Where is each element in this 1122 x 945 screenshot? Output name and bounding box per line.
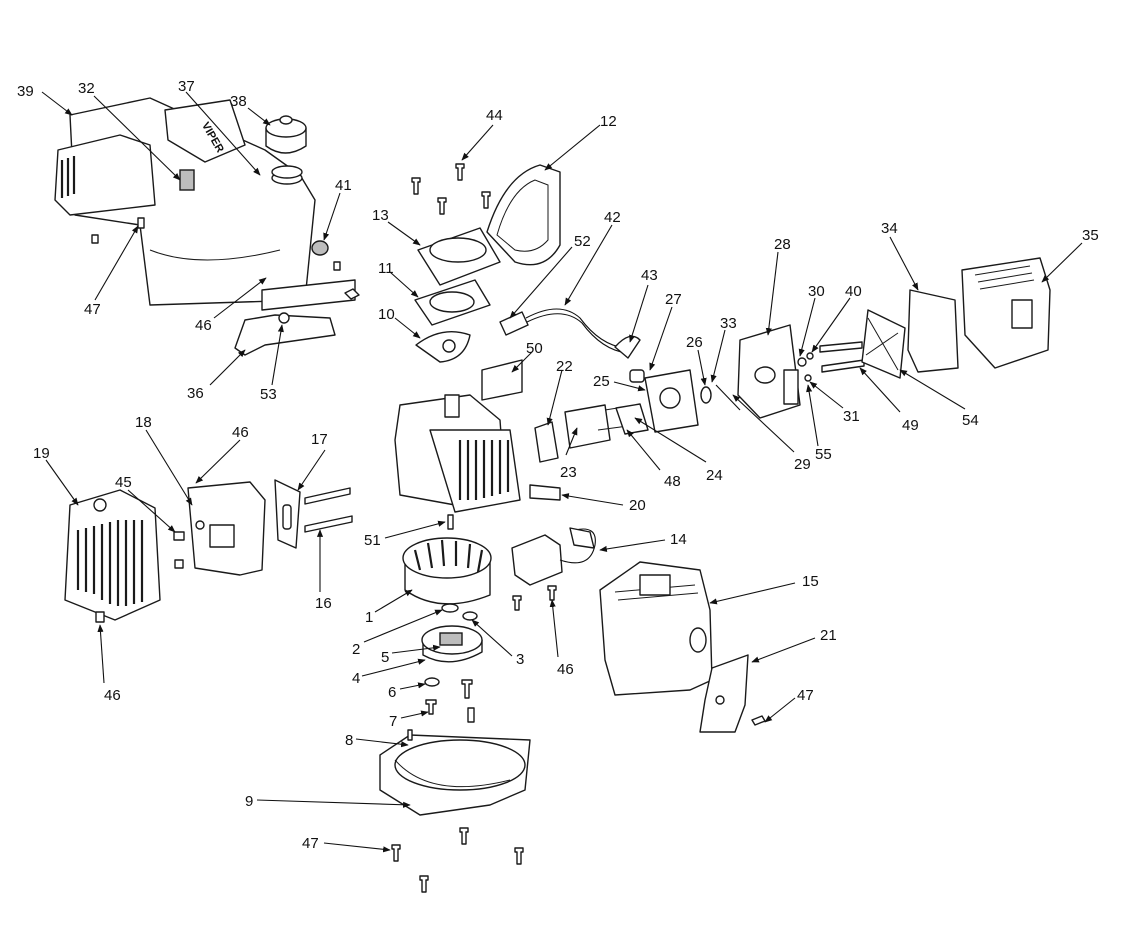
callout: 10 — [378, 306, 395, 323]
reed-valve — [481, 359, 523, 401]
spark-plug — [529, 484, 561, 501]
callout: 13 — [372, 207, 389, 224]
fuel-lines — [499, 308, 641, 359]
flywheel — [402, 514, 492, 605]
grommet — [311, 240, 329, 256]
intake-parts — [534, 403, 649, 463]
callout: 46 — [557, 661, 574, 678]
callout: 41 — [335, 177, 352, 194]
callout: 18 — [135, 414, 152, 431]
callout: 39 — [17, 83, 34, 100]
callout: 43 — [641, 267, 658, 284]
bolt — [95, 611, 105, 623]
callout: 42 — [604, 209, 621, 226]
cover-screws — [411, 163, 491, 215]
callout-numbers: 1 2 3 4 5 6 7 8 9 10 11 12 13 14 15 16 1… — [17, 78, 1099, 852]
callout: 33 — [720, 315, 737, 332]
callout: 49 — [902, 417, 919, 434]
muffler — [187, 481, 266, 576]
fuel-cap — [265, 115, 307, 154]
callout: 50 — [526, 340, 543, 357]
muffler-gasket — [274, 479, 353, 549]
callout: 52 — [574, 233, 591, 250]
callout: 44 — [486, 107, 503, 124]
clutch-assembly — [421, 603, 483, 723]
cylinder-cover — [414, 227, 501, 363]
callout: 5 — [381, 649, 389, 666]
muffler-cover — [64, 489, 161, 621]
callout: 7 — [389, 713, 397, 730]
callout: 25 — [593, 373, 610, 390]
callout: 9 — [245, 793, 253, 810]
callout: 47 — [84, 301, 101, 318]
callout: 54 — [962, 412, 979, 429]
callout: 23 — [560, 464, 577, 481]
callout: 17 — [311, 431, 328, 448]
callout: 46 — [232, 424, 249, 441]
callout: 51 — [364, 532, 381, 549]
callout: 40 — [845, 283, 862, 300]
callout: 4 — [352, 670, 360, 687]
callout: 29 — [794, 456, 811, 473]
nut — [173, 531, 185, 541]
callout: 30 — [808, 283, 825, 300]
tank-bracket — [234, 261, 360, 356]
part-drawings: VIPER — [54, 97, 1051, 893]
callout: 22 — [556, 358, 573, 375]
callout: 45 — [115, 474, 132, 491]
callout: 6 — [388, 684, 396, 701]
callout: 31 — [843, 408, 860, 425]
callout: 1 — [365, 609, 373, 626]
callout: 34 — [881, 220, 898, 237]
callout: 2 — [352, 641, 360, 658]
callout: 16 — [315, 595, 332, 612]
callout: 37 — [178, 78, 195, 95]
callout: 28 — [774, 236, 791, 253]
air-duct — [486, 164, 561, 266]
callout: 32 — [78, 80, 95, 97]
callout: 35 — [1082, 227, 1099, 244]
callout: 15 — [802, 573, 819, 590]
air-filter-base — [737, 324, 865, 419]
callout: 26 — [686, 334, 703, 351]
air-filter-parts — [861, 257, 1051, 379]
callout: 19 — [33, 445, 50, 462]
callout: 3 — [516, 651, 524, 668]
carburetor — [629, 369, 741, 433]
callout: 11 — [378, 260, 394, 277]
callout: 38 — [230, 93, 247, 110]
fuel-tank-assembly: VIPER — [54, 97, 316, 306]
housing-screws — [391, 585, 557, 893]
callout: 14 — [670, 531, 687, 548]
fan-housing — [379, 729, 531, 816]
callout: 24 — [706, 467, 723, 484]
nut — [174, 559, 184, 569]
callout: 48 — [664, 473, 681, 490]
crankcase-cylinder — [394, 394, 521, 513]
callout: 55 — [815, 446, 832, 463]
callout: 46 — [195, 317, 212, 334]
callout: 47 — [797, 687, 814, 704]
callout: 27 — [665, 291, 682, 308]
callout: 20 — [629, 497, 646, 514]
callout: 36 — [187, 385, 204, 402]
callout: 47 — [302, 835, 319, 852]
ignition-module — [511, 527, 596, 586]
callout: 21 — [820, 627, 837, 644]
callout: 46 — [104, 687, 121, 704]
callout: 12 — [600, 113, 617, 130]
engine-cover — [599, 561, 713, 696]
callout: 8 — [345, 732, 353, 749]
leader-lines — [41, 91, 1083, 853]
callout: 53 — [260, 386, 277, 403]
